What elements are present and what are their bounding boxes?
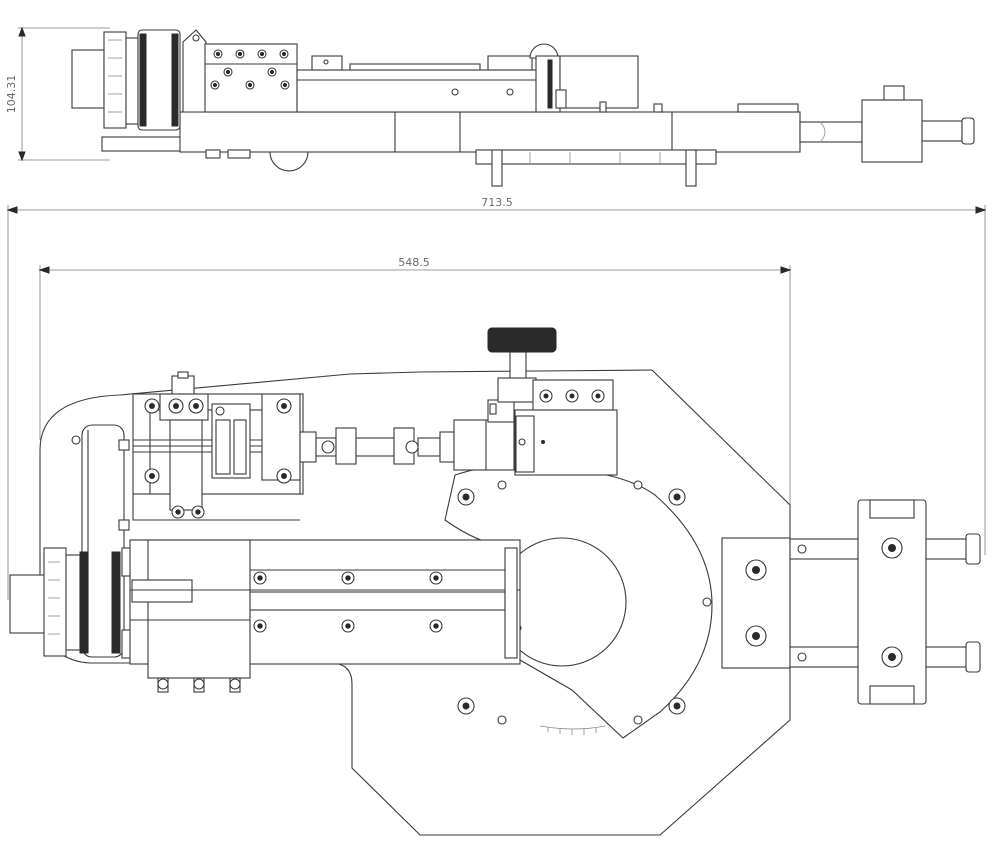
dimension-overall-length: 713.5 <box>6 196 987 600</box>
dimension-overall-length-label: 713.5 <box>481 196 513 209</box>
drive-shaft <box>299 427 455 465</box>
dimension-height: 104.31 <box>5 26 110 162</box>
dimension-inner-length: 548.5 <box>38 256 792 505</box>
side-view <box>71 29 975 187</box>
dimension-inner-length-label: 548.5 <box>398 256 430 269</box>
plan-view <box>9 327 981 836</box>
dimension-height-label: 104.31 <box>5 75 18 114</box>
